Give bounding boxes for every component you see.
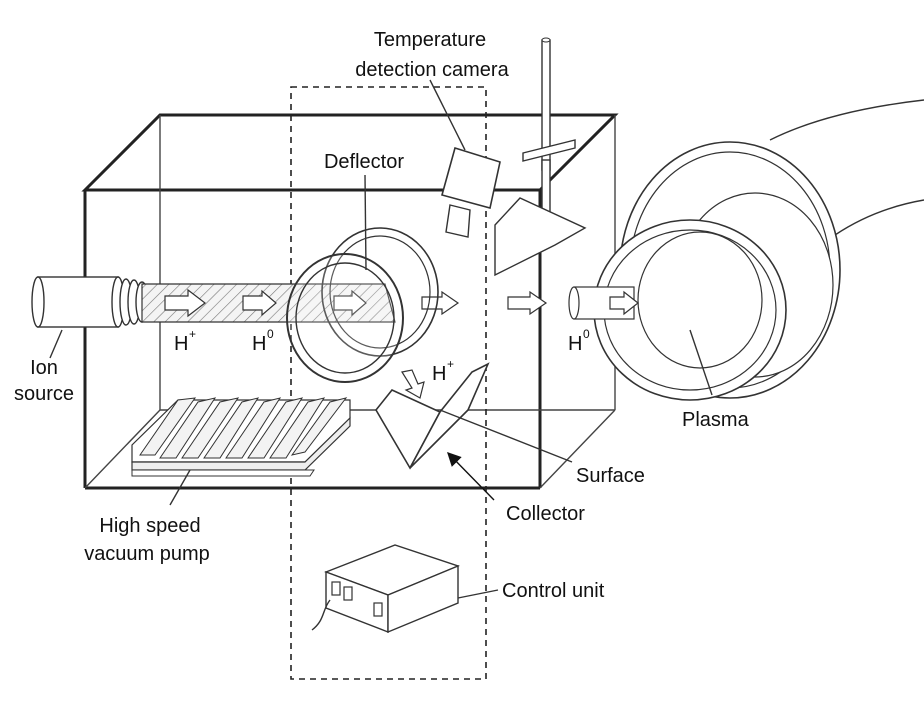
h-plus-sup: + bbox=[189, 327, 196, 341]
h-zero-sup: 0 bbox=[267, 327, 274, 341]
ion-source-label-2: source bbox=[14, 383, 74, 405]
temperature-camera-label-2: detection camera bbox=[355, 59, 509, 81]
h-plus-collector-sup: + bbox=[447, 357, 454, 371]
h-zero-plasma-label: H bbox=[568, 333, 582, 355]
pump-label-2: vacuum pump bbox=[84, 543, 210, 565]
h-plus-label: H bbox=[174, 333, 188, 355]
h-zero-plasma-sup: 0 bbox=[583, 327, 590, 341]
plasma-device bbox=[568, 99, 924, 401]
dashed-region bbox=[290, 86, 487, 680]
temperature-camera-label: Temperature bbox=[374, 29, 486, 51]
h-plus-collector-label: H bbox=[432, 363, 446, 385]
temperature-camera bbox=[429, 79, 501, 238]
plasma-label: Plasma bbox=[682, 409, 750, 431]
ion-source-label-1: Ion bbox=[30, 357, 58, 379]
vacuum-pump bbox=[131, 397, 351, 506]
deflector-label: Deflector bbox=[324, 151, 404, 173]
deflector bbox=[286, 174, 439, 383]
support-rod bbox=[494, 37, 587, 277]
beam-arrows bbox=[164, 288, 548, 318]
pump-label-1: High speed bbox=[99, 515, 200, 537]
surface-label: Surface bbox=[576, 465, 645, 487]
h-zero-label: H bbox=[252, 333, 266, 355]
labels: Temperature detection camera Deflector I… bbox=[14, 29, 750, 602]
collector bbox=[375, 362, 573, 501]
ion-source bbox=[31, 276, 149, 359]
control-unit-label: Control unit bbox=[502, 580, 605, 602]
control-unit bbox=[311, 544, 499, 634]
collector-label: Collector bbox=[506, 503, 585, 525]
